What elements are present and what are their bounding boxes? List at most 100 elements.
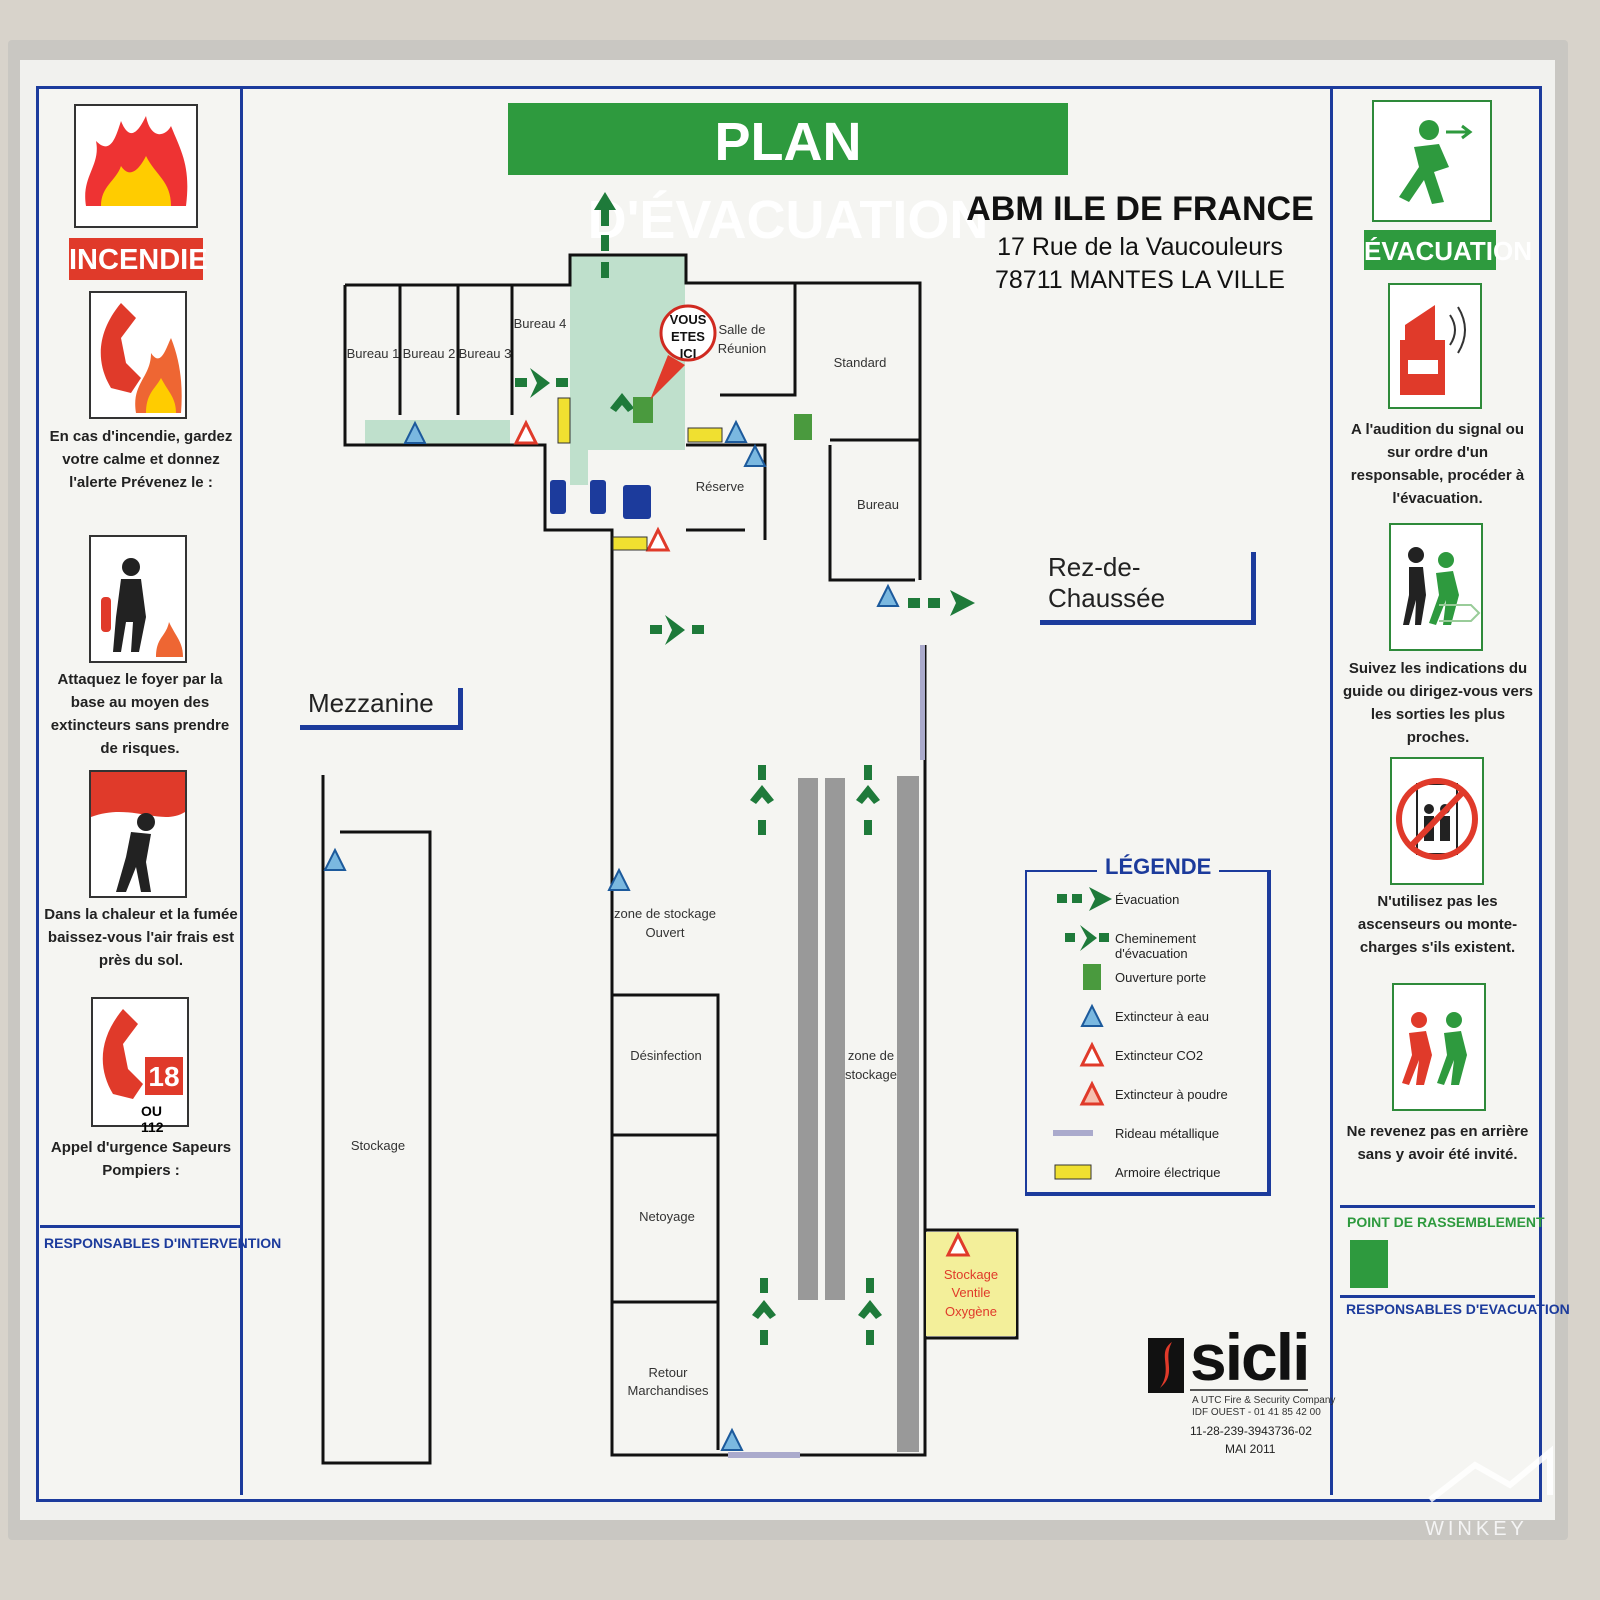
- co2-extinguisher-icons: [513, 419, 971, 1257]
- oxygen-storage-area: [926, 1232, 1016, 1336]
- instruction-emergency-call: Appel d'urgence Sapeurs Pompiers :: [50, 1139, 232, 1179]
- company-block: ABM ILE DE FRANCE 17 Rue de la Vaucouleu…: [960, 190, 1320, 295]
- room-retour-1: Retour: [648, 1365, 688, 1380]
- page-title: PLAN D'ÉVACUATION: [508, 103, 1068, 250]
- assembly-point-icon: [1350, 1240, 1388, 1288]
- you-are-here-marker: VOUS ETES ICI: [650, 304, 717, 400]
- stockage-ventile-3: Oxygène: [945, 1304, 997, 1319]
- instruction-signal: A l'audition du signal ou sur ordre d'un…: [1350, 421, 1525, 507]
- legend: LÉGENDE Évacuation Cheminement d'évacuat…: [1025, 854, 1271, 1196]
- instruction-alert: En cas d'incendie, gardez votre calme et…: [49, 428, 233, 491]
- room-reserve: Réserve: [696, 479, 744, 494]
- legend-item-cheminement: Cheminement d'évacuation: [1027, 923, 1267, 961]
- stockage-ventile-1: Stockage: [944, 1267, 998, 1282]
- brand-tagline: A UTC Fire & Security Company: [1192, 1395, 1336, 1406]
- no-elevator-icon: [1390, 757, 1484, 885]
- level-mezzanine: Mezzanine: [300, 688, 463, 730]
- legend-title: LÉGENDE: [1097, 854, 1220, 880]
- divider: [40, 1225, 240, 1228]
- room-bureau-1: Bureau 1: [347, 346, 400, 361]
- room-bureau: Bureau: [857, 497, 899, 512]
- responsables-evacuation-heading: RESPONSABLES D'EVACUATION: [1346, 1301, 1570, 1317]
- extinguisher-person-icon: [89, 535, 187, 663]
- legend-item-evacuation: Évacuation: [1027, 884, 1267, 914]
- follow-guide-icon: [1389, 523, 1483, 651]
- instruction-no-return: Ne revenez pas en arrière sans y avoir é…: [1346, 1123, 1529, 1163]
- instruction-smoke: Dans la chaleur et la fumée baissez-vous…: [44, 906, 238, 969]
- room-labels: Bureau 1 Bureau 2 Bureau 3 Bureau 4 Sall…: [347, 316, 998, 1398]
- metal-shutter: [728, 1452, 800, 1458]
- room-desinfection: Désinfection: [630, 1048, 702, 1063]
- electric-cabinet-icons: [557, 397, 723, 551]
- emergency-number-18: 18: [145, 1057, 183, 1095]
- instruction-extinguisher: Attaquez le foyer par la base au moyen d…: [50, 671, 230, 757]
- storage-racks: [798, 776, 919, 1452]
- legend-item-extincteur-poudre: Extincteur à poudre: [1027, 1079, 1267, 1109]
- here-text-3: ICI: [680, 346, 697, 361]
- room-stockage: Stockage: [351, 1138, 405, 1153]
- watermark: WINKEY: [1425, 1518, 1528, 1540]
- water-extinguisher-icons: [323, 419, 900, 1451]
- fire-icon: [74, 104, 198, 228]
- room-bureau-2: Bureau 2: [403, 346, 456, 361]
- legend-item-ouverture-porte: Ouverture porte: [1027, 962, 1267, 992]
- path-chevron-icon: [1065, 925, 1109, 951]
- sicli-logo-mark: [1148, 1338, 1184, 1393]
- plan-reference: 11-28-239-3943736-02: [1190, 1424, 1312, 1438]
- here-text-2: ETES: [671, 329, 705, 344]
- metal-shutter: [920, 645, 925, 760]
- room-bureau-3: Bureau 3: [459, 346, 512, 361]
- company-city: 78711 MANTES LA VILLE: [995, 266, 1285, 294]
- no-return-icon: [1392, 983, 1486, 1111]
- running-exit-icon: [1372, 100, 1492, 222]
- phone-fire-icon: [89, 291, 187, 419]
- zone-stockage-1: zone de: [848, 1048, 894, 1063]
- rassemblement-heading: POINT DE RASSEMBLEMENT: [1347, 1214, 1545, 1230]
- room-standard: Standard: [834, 355, 887, 370]
- door-opening-icon: [1083, 964, 1101, 990]
- evacuation-corridor: [365, 255, 685, 485]
- company-street: 17 Rue de la Vaucouleurs: [997, 233, 1283, 261]
- room-netoyage: Netoyage: [639, 1209, 695, 1224]
- plan-date: MAI 2011: [1225, 1442, 1276, 1456]
- alarm-icon: [1388, 283, 1482, 409]
- legend-item-rideau: Rideau métallique: [1027, 1118, 1267, 1148]
- restroom-icons: [550, 480, 651, 519]
- level-rez-de-chaussee: Rez-de-Chaussée: [1040, 552, 1256, 625]
- room-retour-2: Marchandises: [628, 1383, 709, 1398]
- metal-shutter-icon: [1053, 1130, 1093, 1136]
- watermark-logo: [1428, 1445, 1553, 1503]
- door-opening-icons: [633, 397, 812, 440]
- left-instructions-column: [40, 88, 243, 1495]
- plan-border: [36, 86, 1542, 1502]
- electric-cabinet-icon: [1054, 1164, 1092, 1180]
- zone-stockage-2: stockage: [845, 1067, 897, 1082]
- evacuation-arrow-icon: [1057, 887, 1112, 911]
- incendie-label: INCENDIE: [69, 238, 208, 280]
- sicli-logo: sicli: [1190, 1320, 1310, 1394]
- room-salle-reunion-2: Réunion: [718, 341, 766, 356]
- brand-office: IDF OUEST - 01 41 85 42 00: [1192, 1407, 1321, 1418]
- emergency-number-112: OU 112: [141, 1103, 164, 1135]
- walls: [321, 253, 1019, 1465]
- divider: [1340, 1205, 1535, 1208]
- stockage-ventile-2: Ventile: [951, 1285, 990, 1300]
- room-salle-reunion-1: Salle de: [719, 322, 766, 337]
- here-text-1: VOUS: [670, 312, 707, 327]
- company-name: ABM ILE DE FRANCE: [966, 190, 1314, 228]
- instruction-follow: Suivez les indications du guide ou dirig…: [1342, 660, 1534, 746]
- responsables-intervention-heading: RESPONSABLES D'INTERVENTION: [44, 1235, 282, 1251]
- smoke-crouch-icon: [89, 770, 187, 898]
- right-column-divider: [1330, 88, 1333, 1495]
- legend-item-extincteur-eau: Extincteur à eau: [1027, 1001, 1267, 1031]
- room-bureau-4: Bureau 4: [514, 316, 567, 331]
- zone-stockage-ouvert-2: Ouvert: [645, 925, 684, 940]
- zone-stockage-ouvert-1: zone de stockage: [614, 906, 716, 921]
- evacuation-arrows: [515, 192, 975, 1345]
- divider: [1340, 1295, 1535, 1298]
- co2-extinguisher-icon: [1079, 1041, 1105, 1067]
- instruction-no-elevator: N'utilisez pas les ascenseurs ou monte-c…: [1357, 893, 1518, 956]
- powder-extinguisher-icon: [1079, 1080, 1105, 1106]
- emergency-phone-icon: 18 OU 112: [91, 997, 189, 1135]
